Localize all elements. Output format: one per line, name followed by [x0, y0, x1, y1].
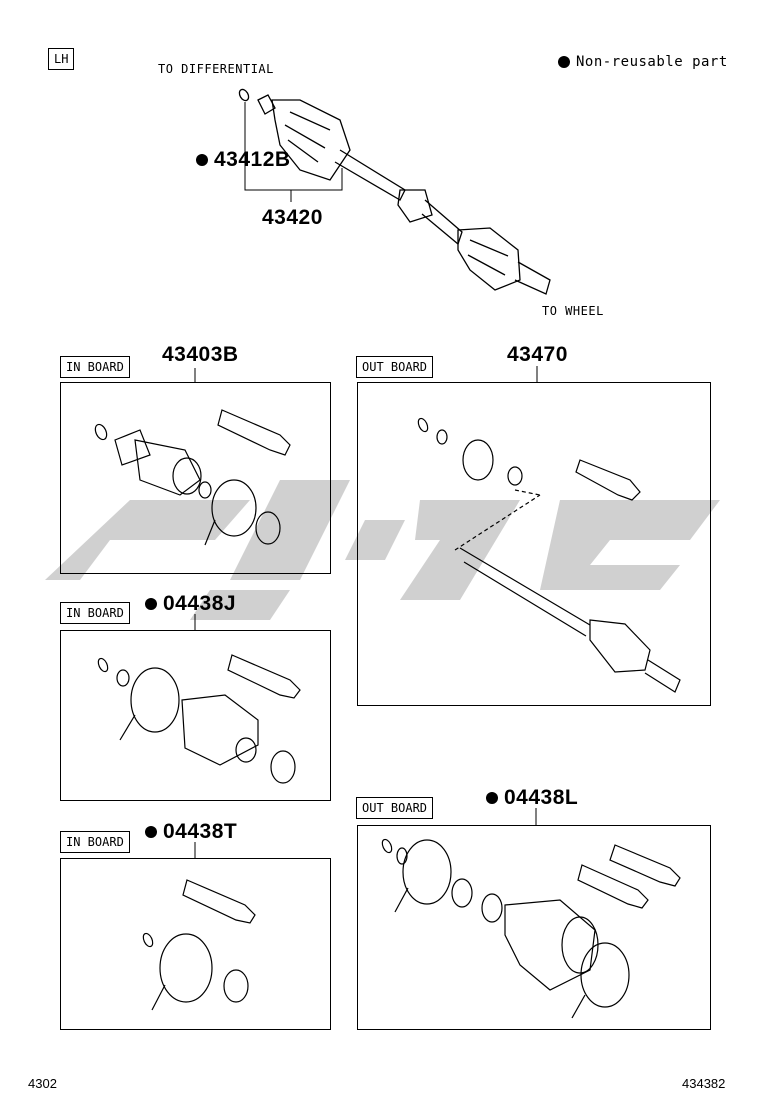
panel-inboard-04438t	[60, 858, 331, 1030]
panel-04438t-parts	[142, 879, 256, 1011]
panel-tag: OUT BOARD	[356, 356, 434, 378]
panel-tag: IN BOARD	[60, 831, 130, 853]
legend: Non-reusable part	[558, 54, 728, 70]
panel-tag: IN BOARD	[60, 356, 130, 378]
page-number: 4302	[28, 1076, 57, 1091]
part-number-04438l: 04438L	[486, 786, 578, 810]
to-differential-label: TO DIFFERENTIAL	[158, 62, 274, 76]
panel-inboard-43403b	[60, 382, 331, 574]
leader-lines	[194, 366, 538, 858]
watermark-logo	[45, 480, 720, 620]
to-wheel-label: TO WHEEL	[542, 304, 604, 318]
part-number-04438j: 04438J	[145, 592, 236, 616]
part-43412b-label: 43412B	[196, 148, 291, 172]
part-number-04438t: 04438T	[145, 820, 237, 844]
legend-label: Non-reusable part	[576, 54, 728, 70]
part-number: 43403B	[162, 343, 239, 366]
part-43420-label: 43420	[262, 206, 323, 229]
non-reusable-dot-icon	[558, 56, 570, 68]
panel-tag: IN BOARD	[60, 602, 130, 624]
panel-outboard-43470	[357, 382, 711, 706]
panel-04438j-parts	[97, 654, 301, 784]
panel-04438l-parts	[381, 838, 681, 1019]
non-reusable-dot-icon	[196, 154, 208, 167]
panel-inboard-04438j	[60, 630, 331, 801]
panel-43470-parts	[417, 417, 681, 693]
side-tag-lh: LH	[48, 48, 75, 70]
axle-assembly-drawing	[238, 88, 551, 295]
non-reusable-dot-icon	[145, 598, 157, 611]
panel-outboard-04438l	[357, 825, 711, 1030]
panel-43403b-parts	[94, 409, 291, 546]
non-reusable-dot-icon	[145, 826, 157, 839]
figure-number: 434382	[682, 1076, 726, 1091]
non-reusable-dot-icon	[486, 792, 498, 805]
part-number: 43470	[507, 343, 568, 366]
panel-tag: OUT BOARD	[356, 797, 434, 819]
